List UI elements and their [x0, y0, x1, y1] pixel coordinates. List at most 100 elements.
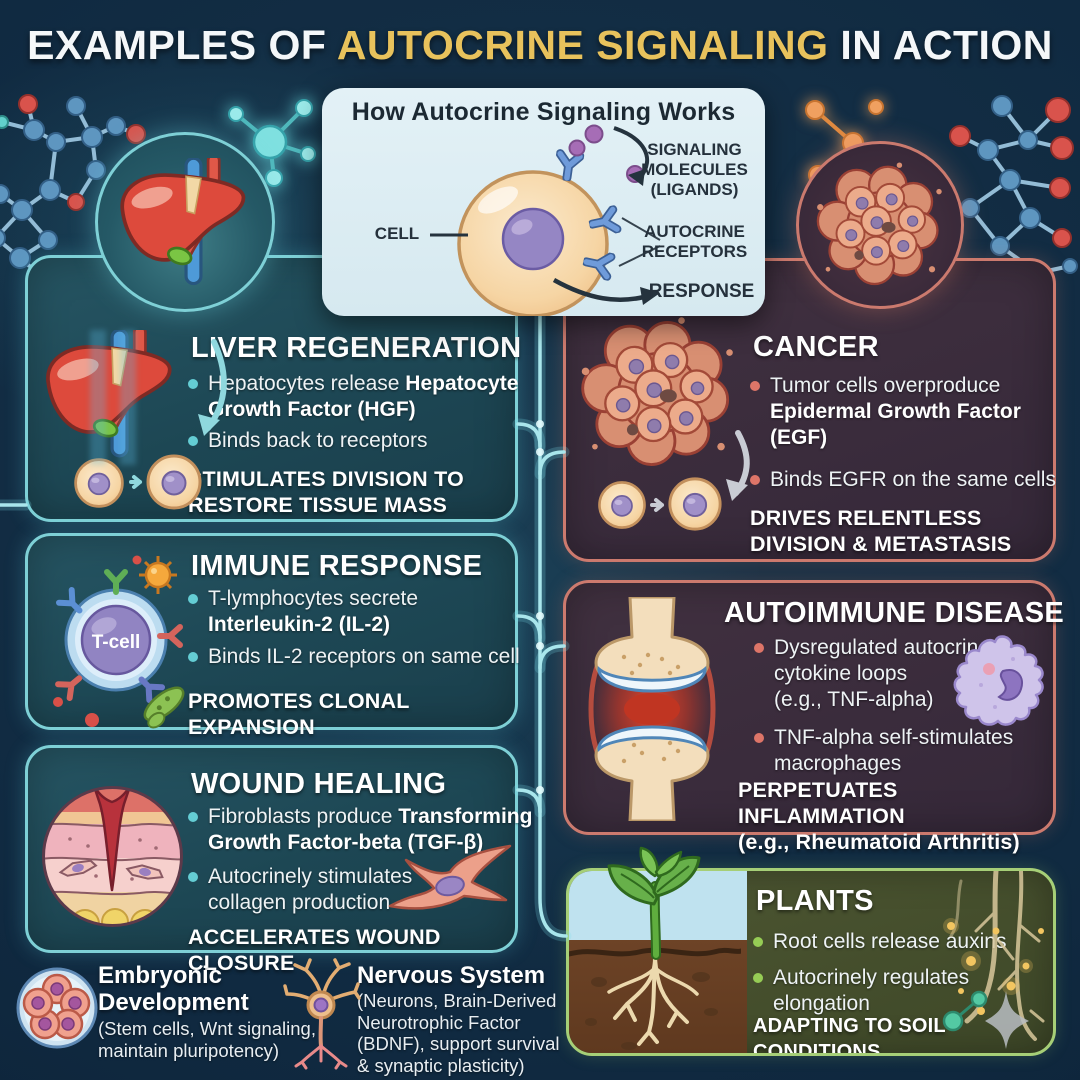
t-cell-label: T-cell: [92, 632, 141, 653]
seedling-icon: [569, 846, 741, 1050]
panel-wound-healing: WOUND HEALING Fibroblasts produce Transf…: [25, 745, 532, 975]
receptor-icon: [55, 569, 183, 704]
cancer-panel-footer: DRIVES RELENTLESS DIVISION & METASTASIS: [750, 506, 1012, 556]
liver-bullet-2: Binds back to receptors: [188, 428, 427, 454]
sparkle-icon: [985, 991, 1029, 1049]
immune-bullet-2: Binds IL-2 receptors on same cell: [188, 644, 520, 670]
molecule-icon: [228, 99, 316, 187]
panel-liver-regeneration: LIVER REGENERATION Hepatocytes release H…: [25, 255, 522, 522]
embryonic-subtitle: (Stem cells, Wnt signaling, maintain plu…: [98, 1018, 316, 1061]
panel-immune-response: IMMUNE RESPONSE T-lymphocytes secrete In…: [25, 533, 520, 739]
wound-icon: [42, 786, 183, 927]
bullet-text-normal: Fibroblasts produce: [208, 805, 399, 828]
wound-bullet-1-text: Fibroblasts produce Transforming Growth …: [208, 804, 553, 856]
plants-panel-footer: ADAPTING TO SOIL CONDITIONS: [753, 1015, 946, 1056]
immune-bullet-2-text: Binds IL-2 receptors on same cell: [208, 645, 520, 668]
autoimmune-bullet-2-text: TNF-alpha self-stimulates macrophages: [774, 726, 1014, 775]
title-part2: IN ACTION: [828, 22, 1053, 68]
bullet-dot: [188, 436, 198, 446]
cell-label: CELL: [374, 224, 420, 243]
spine-nodes: [536, 420, 544, 794]
response-label: RESPONSE: [648, 281, 755, 302]
tumor-icon: [815, 161, 943, 286]
title-part1: EXAMPLES OF: [27, 22, 337, 68]
wound-bullet-1: Fibroblasts produce Transforming Growth …: [188, 804, 553, 856]
bullet-text-bold: Epidermal Growth Factor (EGF): [770, 400, 1021, 449]
bullet-dot: [188, 872, 198, 882]
cancer-bullet-2: Binds EGFR on the same cells: [750, 467, 1056, 493]
autoimmune-bullet-1-text: Dysregulated autocrine cytokine loops (e…: [774, 636, 990, 711]
bullet-dot: [754, 643, 764, 653]
bullet-dot: [188, 594, 198, 604]
wound-bullet-2: Autocrinely stimulates collagen producti…: [188, 864, 412, 916]
liver-panel-footer: STIMULATES DIVISION TO RESTORE TISSUE MA…: [188, 467, 464, 517]
liver-bullet-1-text: Hepatocytes release Hepatocyte Growth Fa…: [208, 371, 523, 423]
bullet-text-bold: Interleukin-2 (IL-2): [208, 613, 391, 636]
how-autocrine-card: How Autocrine Signaling Works CELL: [322, 88, 765, 316]
tumor-icon: [580, 315, 750, 531]
autoimmune-panel-footer: PERPETUATES INFLAMMATION (e.g., Rheumato…: [738, 778, 1020, 854]
receptors-label: AUTOCRINE RECEPTORS: [641, 222, 748, 261]
plants-bullet-2: Autocrinely regulates elongation: [753, 965, 969, 1017]
neuron-icon: [283, 958, 361, 1070]
bullet-dot: [753, 937, 763, 947]
how-card-title: How Autocrine Signaling Works: [351, 98, 736, 126]
autoimmune-bullet-1: Dysregulated autocrine cytokine loops (e…: [754, 635, 990, 713]
macrophage-icon: [953, 635, 1044, 726]
embryo-icon: [16, 967, 98, 1049]
liver-panel-title: LIVER REGENERATION: [191, 332, 522, 364]
plants-bullet-1-text: Root cells release auxins: [773, 930, 1007, 953]
liver-icon: [36, 320, 227, 510]
title-highlight: AUTOCRINE SIGNALING: [336, 22, 829, 68]
immune-panel-title: IMMUNE RESPONSE: [191, 550, 483, 582]
bullet-text-bold: Transforming Growth Factor-beta (TGF-β): [208, 805, 533, 854]
autoimmune-bullet-2: TNF-alpha self-stimulates macrophages: [754, 725, 1013, 777]
plants-bullet-1: Root cells release auxins: [753, 929, 1006, 955]
joint-icon: [588, 597, 716, 821]
bullet-dot: [750, 381, 760, 391]
t-cell-icon: T-cell: [53, 555, 185, 729]
bullet-dot: [188, 379, 198, 389]
bullet-text-normal: T-lymphocytes secrete: [208, 587, 419, 610]
nervous-subtitle: (Neurons, Brain-Derived Neurotrophic Fac…: [357, 990, 560, 1076]
liver-bullet-1: Hepatocytes release Hepatocyte Growth Fa…: [188, 371, 523, 423]
panel-cancer: CANCER Tumor cells overproduce Epidermal…: [563, 258, 1056, 562]
autoimmune-panel-title: AUTOIMMUNE DISEASE: [724, 597, 1065, 629]
immune-bullet-1-text: T-lymphocytes secrete Interleukin-2 (IL-…: [208, 586, 528, 638]
cancer-bullet-1-text: Tumor cells overproduce Epidermal Growth…: [770, 373, 1060, 451]
bacteria-icon: [143, 686, 185, 729]
bullet-dot: [754, 733, 764, 743]
cancer-bullet-1: Tumor cells overproduce Epidermal Growth…: [750, 373, 1060, 451]
plants-panel-title: PLANTS: [756, 885, 874, 917]
glowing-roots-icon: [942, 871, 1045, 1049]
ligand-icon: [568, 124, 644, 183]
wound-panel-title: WOUND HEALING: [191, 768, 447, 800]
bullet-text-bold: Hepatocyte Growth Factor (HGF): [208, 372, 519, 421]
bullet-dot: [188, 812, 198, 822]
bullet-text-normal: Hepatocytes release: [208, 372, 406, 395]
cancer-bullet-2-text: Binds EGFR on the same cells: [770, 468, 1056, 491]
bullet-text-normal: Tumor cells overproduce: [770, 374, 1001, 397]
tumor-circle-badge: [796, 141, 964, 309]
immune-bullet-1: T-lymphocytes secrete Interleukin-2 (IL-…: [188, 586, 528, 638]
panel-autoimmune-disease: AUTOIMMUNE DISEASE Dysregulated autocrin…: [563, 580, 1064, 854]
liver-bullet-2-text: Binds back to receptors: [208, 429, 428, 452]
plants-bullet-2-text: Autocrinely regulates elongation: [773, 966, 970, 1015]
glow-bars-decor: [90, 330, 142, 465]
ligands-label: SIGNALING MOLECULES (LIGANDS): [641, 140, 748, 199]
liver-icon: [116, 158, 254, 286]
molecule-icon: [949, 95, 1078, 313]
immune-panel-footer: PROMOTES CLONAL EXPANSION: [188, 689, 410, 739]
bullet-dot: [753, 973, 763, 983]
wound-panel-footer: ACCELERATES WOUND CLOSURE: [188, 925, 441, 975]
nervous-title: Nervous System: [357, 962, 546, 989]
molecule-icon: [0, 94, 146, 295]
cancer-panel-title: CANCER: [753, 331, 879, 363]
wound-bullet-2-text: Autocrinely stimulates collagen producti…: [208, 865, 413, 914]
embryonic-title: Embryonic Development: [98, 962, 249, 1016]
bullet-dot: [188, 652, 198, 662]
how-diagram: [430, 124, 661, 316]
bullet-dot: [750, 475, 760, 485]
